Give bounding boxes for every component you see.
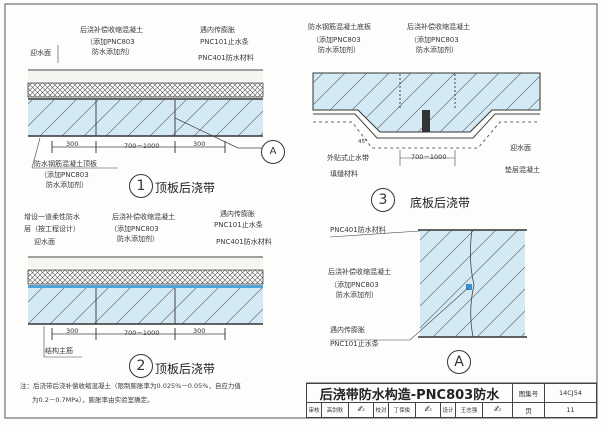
d1-label-slab: 防水钢筋混凝土顶板: [34, 160, 97, 168]
d2-label-concrete-add: （添加PNC803: [110, 225, 159, 233]
page-number: 11: [544, 402, 597, 418]
note-line2: 为0.2－0.7MPa），膨胀率由实验室确定。: [32, 396, 154, 404]
dA-label-concrete-add: （添加PNC803: [330, 281, 379, 289]
d2-label-rebar: 结构主筋: [45, 347, 73, 355]
checker-signature: ✍: [415, 402, 441, 418]
detailA-section: [329, 229, 527, 341]
dA-callout: A: [447, 350, 471, 374]
title-block-title: 后浇带防水构造-PNC803防水: [306, 383, 513, 403]
d1-number: 1: [129, 174, 153, 198]
d2-label-flex: 增设一道柔性防水: [24, 213, 80, 221]
d1-label-pnc401: PNC401防水材料: [198, 54, 254, 62]
d3-label-cushion: 垫层混凝土: [505, 166, 540, 174]
detail1-section: [27, 45, 264, 169]
d3-label-slab-add2: 防水添加剂）: [318, 46, 360, 54]
page-label: 页: [512, 402, 545, 418]
d2-label-pnc401: PNC401防水材料: [216, 238, 272, 246]
reviewer-signature: ✍: [348, 402, 374, 418]
d3-label-angle: 45°: [358, 139, 368, 145]
dA-label-pnc401: PNC401防水材料: [330, 226, 386, 234]
d1-label-swell: 遇内传膨胀: [200, 26, 235, 34]
d2-label-concrete-add2: 防水添加剂）: [117, 235, 159, 243]
designer-signature: ✍: [482, 402, 513, 418]
check-label: 校对: [373, 402, 389, 418]
d1-label-water-face: 迎水面: [30, 49, 51, 57]
detail2-section: [27, 256, 264, 358]
d1-dim-1: 300: [66, 140, 79, 148]
d2-dim-3: 300: [193, 327, 206, 335]
d3-label-slab: 防水钢筋混凝土底板: [308, 23, 371, 31]
d1-dim-2: 700－1000: [124, 142, 160, 150]
review-label: 审核: [306, 402, 322, 418]
dA-label-pnc101: PNC101止水条: [330, 340, 379, 348]
d3-label-filler: 填缝材料: [330, 170, 358, 178]
atlas-label: 图集号: [512, 383, 545, 403]
d3-label-waterstop: 外贴式止水带: [327, 154, 369, 162]
d2-label-water-face: 迎水面: [34, 238, 55, 246]
designer-name: 王志强: [455, 402, 483, 418]
dA-label-swell: 遇内传膨胀: [330, 326, 365, 334]
d1-label-slab-add: （添加PNC803: [40, 171, 89, 179]
atlas-number: 14CJ54: [544, 383, 597, 403]
d2-label-swell: 遇内传膨胀: [220, 210, 255, 218]
d1-label-slab-add2: 防水添加剂）: [46, 181, 88, 189]
d2-dim-2: 700－1000: [124, 329, 160, 337]
d2-label-pnc101: PNC101止水条: [214, 221, 263, 229]
d2-dim-1: 300: [66, 327, 79, 335]
d3-title: 底板后浇带: [410, 196, 471, 210]
d1-label-concrete-add2: 防水添加剂）: [92, 48, 134, 56]
d3-number: 3: [371, 188, 395, 212]
d3-label-concrete-add: （添加PNC803: [410, 36, 459, 44]
d3-dim: 700－1000: [411, 153, 447, 161]
d2-label-concrete: 后浇补偿收缩混凝土: [112, 213, 175, 221]
d1-label-pnc101: PNC101止水条: [200, 38, 249, 46]
d2-number: 2: [129, 354, 153, 378]
detail3-section: [312, 72, 541, 166]
reviewer-name: 高剑秋: [321, 402, 349, 418]
d1-dim-3: 300: [193, 140, 206, 148]
sheet-border: [4, 3, 598, 419]
d2-title: 顶板后浇带: [155, 362, 216, 376]
dA-label-concrete: 后浇补偿收缩混凝土: [328, 268, 391, 276]
d1-title: 顶板后浇带: [155, 181, 216, 195]
d1-label-concrete: 后浇补偿收缩混凝土: [80, 26, 143, 34]
dA-label-concrete-add2: 防水添加剂）: [336, 291, 378, 299]
d1-label-concrete-add: （添加PNC803: [86, 38, 135, 46]
d1-callout-a: A: [261, 140, 285, 164]
d3-label-concrete: 后浇补偿收缩混凝土: [407, 23, 470, 31]
d2-label-flex2: 层（按工程设计）: [24, 225, 80, 233]
d3-label-water-face: 迎水面: [510, 144, 531, 152]
d3-label-slab-add: （添加PNC803: [312, 36, 361, 44]
design-label: 设计: [440, 402, 456, 418]
note-line1: 注：后浇带后浇补偿收缩混凝土（限制膨胀率为0.025%－0.05%，自应力值: [20, 382, 241, 390]
d3-label-concrete-add2: 防水添加剂）: [416, 46, 458, 54]
checker-name: 丁保俊: [388, 402, 416, 418]
